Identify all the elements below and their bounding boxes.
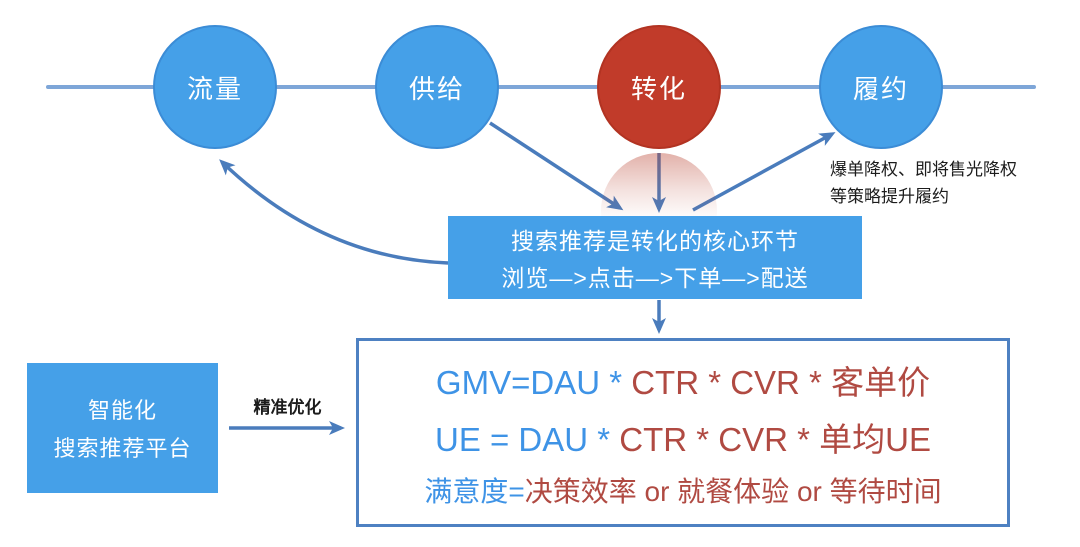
stage-label-traffic: 流量 xyxy=(186,73,243,104)
formula-satisfaction-blue-part: 满意度= xyxy=(424,475,525,507)
platform-box: 智能化 搜索推荐平台 xyxy=(27,363,218,493)
stage-circle-fulfill: 履约 xyxy=(819,25,943,149)
arrow-supply-to-box xyxy=(489,121,624,211)
formula-satisfaction-red-part: 决策效率 or 就餐体验 or 等待时间 xyxy=(524,475,942,507)
fulfillment-annotation-line1: 爆单降权、即将售光降权 xyxy=(830,160,1017,179)
conversion-explanation-box: 搜索推荐是转化的核心环节 浏览—>点击—>下单—>配送 xyxy=(448,216,862,299)
stage-circle-traffic: 流量 xyxy=(153,25,277,149)
platform-box-line1: 智能化 xyxy=(87,398,157,423)
stage-circle-supply: 供给 xyxy=(375,25,499,149)
formula-line-gmv: GMV=DAU * CTR * CVR * 客单价 xyxy=(436,356,930,404)
formula-ue-blue-part: UE = DAU * xyxy=(434,420,611,458)
formula-gmv-red-part: CTR * CVR * 客单价 xyxy=(622,363,931,401)
formula-box: GMV=DAU * CTR * CVR * 客单价 UE = DAU * CTR… xyxy=(356,338,1010,527)
conversion-box-line1: 搜索推荐是转化的核心环节 xyxy=(511,228,799,254)
stage-circle-convert: 转化 xyxy=(597,25,721,149)
conversion-box-line2: 浏览—>点击—>下单—>配送 xyxy=(501,265,809,291)
stage-label-fulfill: 履约 xyxy=(852,73,909,104)
stage-label-supply: 供给 xyxy=(408,73,465,104)
optimize-arrow-label: 精准优化 xyxy=(253,398,322,417)
platform-box-line2: 搜索推荐平台 xyxy=(53,436,192,461)
arrow-box-to-fulfill xyxy=(692,132,836,212)
formula-ue-red-part: CTR * CVR * 单均UE xyxy=(610,420,931,458)
fulfillment-annotation-line2: 等策略提升履约 xyxy=(830,187,949,206)
stage-label-convert: 转化 xyxy=(630,73,687,104)
arrow-box-to-traffic xyxy=(219,159,449,265)
formula-line-satisfaction: 满意度=决策效率 or 就餐体验 or 等待时间 xyxy=(424,470,941,510)
formula-line-ue: UE = DAU * CTR * CVR * 单均UE xyxy=(435,413,931,461)
formula-gmv-blue-part: GMV=DAU * xyxy=(435,363,623,401)
fulfillment-annotation: 爆单降权、即将售光降权 等策略提升履约 xyxy=(830,156,1060,210)
